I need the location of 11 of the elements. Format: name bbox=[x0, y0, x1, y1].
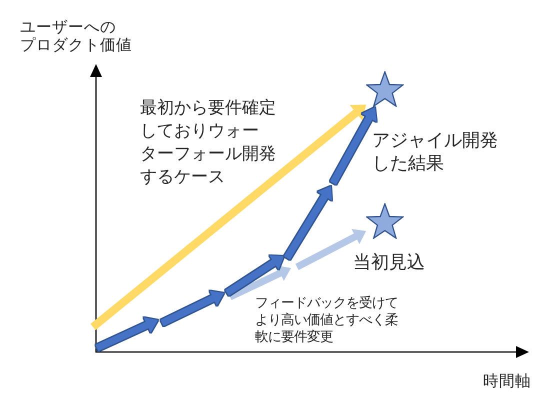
arrow bbox=[90, 102, 369, 330]
star-icon bbox=[366, 71, 404, 108]
star-caption: 当初見込 bbox=[353, 251, 425, 274]
star-caption: アジャイル開発した結果 bbox=[372, 129, 499, 175]
arrow bbox=[330, 106, 378, 185]
annotation-text: 最初から要件確定しておりウォーターフォール開発するケース bbox=[140, 97, 277, 189]
star-icon bbox=[366, 203, 404, 240]
axis-title: ユーザーへのプロダクト価値 bbox=[20, 18, 133, 54]
axis-title: 時間軸 bbox=[483, 371, 531, 391]
annotation-text: フィードバックを受けてより高い価値とすべく柔軟に要件変更 bbox=[255, 295, 399, 346]
arrow bbox=[295, 228, 368, 270]
